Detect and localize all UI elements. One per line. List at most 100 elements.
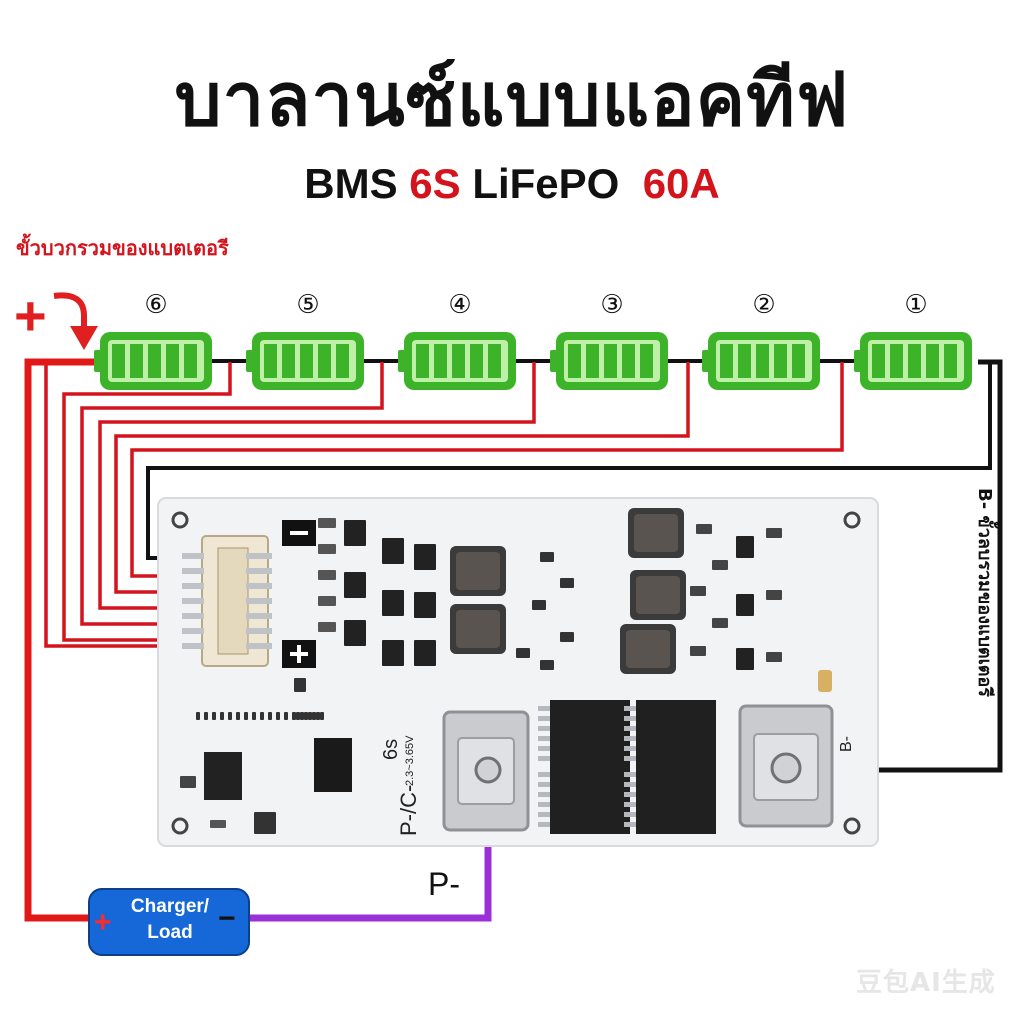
- battery-cell-bar: [488, 344, 501, 378]
- smd-component: [292, 712, 296, 720]
- charger-label: Charger/ Load: [120, 894, 220, 946]
- smd-component: [296, 712, 300, 720]
- mosfet-lead: [538, 726, 550, 731]
- smd-component: [318, 622, 336, 632]
- test-point: [818, 670, 832, 692]
- battery-cell-bar: [130, 344, 143, 378]
- connector-pin: [182, 583, 204, 589]
- mosfet-lead: [538, 782, 550, 787]
- charger-line1: Charger/: [130, 896, 210, 917]
- cell-number: ②: [752, 290, 776, 320]
- smd-component: [532, 600, 546, 610]
- battery-cell-bar: [604, 344, 617, 378]
- battery-cell-bar: [184, 344, 197, 378]
- battery-cell-bar: [452, 344, 465, 378]
- connector-pin-solder: [246, 598, 272, 604]
- smd-component: [304, 712, 308, 720]
- smd-component: [516, 648, 530, 658]
- page-subtitle: BMS 6S LiFePO 60A: [0, 160, 1024, 208]
- smd-component: [308, 712, 312, 720]
- smd-component: [316, 712, 320, 720]
- battery-cell-tip: [94, 350, 102, 372]
- smd-component: [382, 640, 404, 666]
- connector-pin-solder: [246, 643, 272, 649]
- battery-cell-bar: [720, 344, 733, 378]
- mosfet-lead: [624, 812, 636, 817]
- smd-component: [276, 712, 280, 720]
- smd-component: [736, 648, 754, 670]
- balance-lead: [98, 362, 536, 610]
- ic-chip: [204, 752, 242, 800]
- battery-cell-bar: [112, 344, 125, 378]
- terminal-b-minus-screw: [770, 752, 802, 784]
- pcb-voltage-label: 2.3~3.65V: [404, 735, 416, 786]
- mosfet-lead: [538, 772, 550, 777]
- mosfet-lead: [538, 822, 550, 827]
- connector-pin-solder: [246, 583, 272, 589]
- battery-cell-bar: [622, 344, 635, 378]
- smd-component: [712, 618, 728, 628]
- smd-component: [382, 538, 404, 564]
- smd-component: [318, 518, 336, 528]
- cell-number: ⑥: [144, 290, 168, 320]
- smd-component: [180, 776, 196, 788]
- smd-component: [236, 712, 240, 720]
- smd-component: [260, 712, 264, 720]
- battery-cell-bar: [300, 344, 313, 378]
- mosfet-lead: [538, 706, 550, 711]
- mosfet: [636, 766, 716, 834]
- battery-cell-bar: [336, 344, 349, 378]
- cell-number: ①: [904, 290, 928, 320]
- smd-component: [210, 820, 226, 828]
- ic-chip: [314, 738, 352, 792]
- mosfet-lead: [538, 792, 550, 797]
- cell-number: ⑤: [296, 290, 320, 320]
- smd-component: [228, 712, 232, 720]
- battery-cell-bar: [568, 344, 581, 378]
- battery-cells: [94, 332, 972, 390]
- inductor-top: [456, 552, 500, 590]
- battery-cell-bar: [318, 344, 331, 378]
- smd-component: [560, 578, 574, 588]
- battery-cell-bar: [264, 344, 277, 378]
- battery-cell-bar: [640, 344, 653, 378]
- mosfet-lead: [538, 802, 550, 807]
- connector-pin: [182, 628, 204, 634]
- connector-pins: [182, 553, 272, 649]
- mosfet: [550, 700, 630, 768]
- smd-component: [320, 712, 324, 720]
- pcb-minus-bar: [290, 531, 308, 535]
- negative-terminal-label: B- ขั้วลบรวมของแบตเตอรี: [974, 488, 995, 697]
- cell-number: ③: [600, 290, 624, 320]
- smd-component: [736, 594, 754, 616]
- inductor-top: [636, 576, 680, 614]
- smd-component: [300, 712, 304, 720]
- pcb-6s-label: 6s: [380, 738, 402, 760]
- smd-component: [318, 596, 336, 606]
- battery-cell-bar: [148, 344, 161, 378]
- smd-component: [204, 712, 208, 720]
- connector-pin-solder: [246, 613, 272, 619]
- mosfet-lead: [538, 746, 550, 751]
- smd-component: [690, 586, 706, 596]
- connector-pin: [182, 553, 204, 559]
- smd-component: [766, 590, 782, 600]
- smd-component: [312, 712, 316, 720]
- mosfet-lead: [538, 716, 550, 721]
- smd-component: [254, 812, 276, 834]
- battery-cell-bar: [756, 344, 769, 378]
- pcb-components: [180, 518, 782, 834]
- smd-component: [268, 712, 272, 720]
- smd-component: [540, 552, 554, 562]
- smd-component: [690, 646, 706, 656]
- mount-hole: [843, 511, 861, 529]
- subtitle-6s: 6S: [409, 160, 461, 207]
- mosfet-lead: [624, 756, 636, 761]
- mosfets: [538, 700, 716, 834]
- balance-lead: [114, 362, 690, 594]
- mosfet-lead: [538, 736, 550, 741]
- smd-component: [244, 712, 248, 720]
- p-minus-label: P-: [428, 866, 460, 902]
- connector-pin-solder: [246, 628, 272, 634]
